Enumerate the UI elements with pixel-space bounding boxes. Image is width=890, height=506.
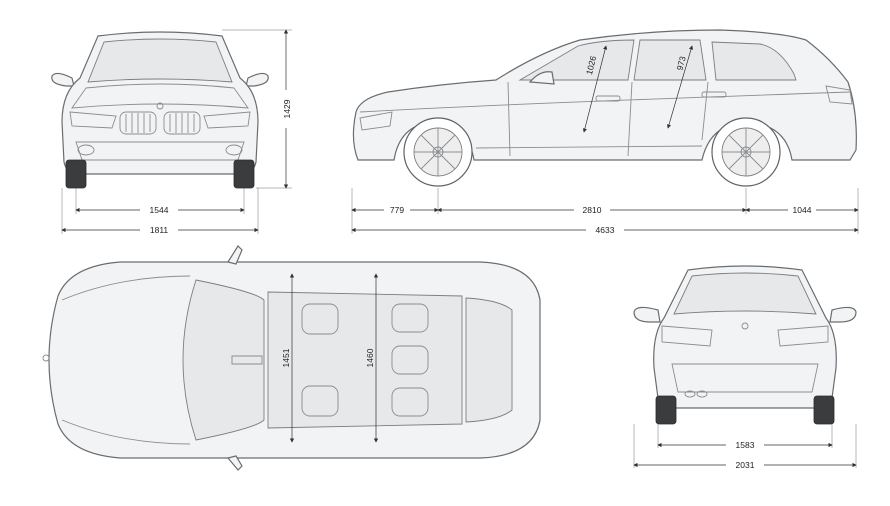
- rear-badge-icon: [741, 322, 749, 330]
- top-left-mirror: [227, 245, 243, 265]
- rear-window: [673, 272, 817, 315]
- front-right-mirror: [245, 72, 269, 87]
- left-exhaust: [684, 390, 696, 398]
- side-mirror: [528, 71, 555, 85]
- front-track-label: 1544: [150, 205, 169, 215]
- side-view-dimensions: 779 2810 1044 4633: [351, 188, 859, 235]
- height-label: 1429: [282, 99, 292, 118]
- side-rear-window: [633, 39, 707, 81]
- front-right-headlight: [203, 111, 251, 129]
- width-mirrors-label: 2031: [736, 460, 755, 470]
- front-shoulder-label: 1451: [281, 348, 291, 367]
- top-right-mirror: [226, 455, 243, 471]
- rear-view-dimensions: 1583 2031: [633, 424, 857, 470]
- wheelbase-label: 2810: [583, 205, 602, 215]
- front-overhang-label: 779: [390, 205, 404, 215]
- rear-right-taillight: [777, 325, 829, 347]
- side-view: 1026 973: [352, 29, 857, 187]
- rear-track-label: 1583: [736, 440, 755, 450]
- front-windshield: [87, 38, 233, 83]
- top-roof: [267, 291, 463, 429]
- front-view-dimensions: 1544 1811 1429: [61, 29, 292, 235]
- rear-left-taillight: [661, 325, 713, 347]
- rear-view: [633, 265, 857, 425]
- top-badge-icon: [42, 354, 50, 362]
- front-left-tyre: [65, 159, 87, 189]
- front-view: [51, 31, 269, 189]
- front-left-headlight: [69, 111, 117, 129]
- rear-right-mirror: [829, 306, 857, 323]
- rear-overhang-label: 1044: [793, 205, 812, 215]
- front-width-label: 1811: [150, 225, 169, 235]
- side-quarter-window: [711, 41, 797, 81]
- length-label: 4633: [596, 225, 615, 235]
- rear-headroom-label: 973: [675, 55, 688, 71]
- front-right-tyre: [233, 159, 255, 189]
- rear-right-tyre: [813, 395, 835, 425]
- rear-left-mirror: [633, 306, 661, 323]
- top-windshield: [182, 279, 265, 441]
- front-left-mirror: [51, 72, 75, 87]
- right-exhaust: [696, 390, 708, 398]
- left-kidney-grille: [119, 111, 157, 135]
- front-badge-icon: [156, 102, 164, 110]
- top-rear-window: [465, 297, 513, 423]
- rear-shoulder-label: 1460: [365, 348, 375, 367]
- top-view: 1451 1460: [42, 245, 541, 471]
- rear-left-tyre: [655, 395, 677, 425]
- front-headroom-label: 1026: [584, 55, 598, 76]
- right-kidney-grille: [163, 111, 201, 135]
